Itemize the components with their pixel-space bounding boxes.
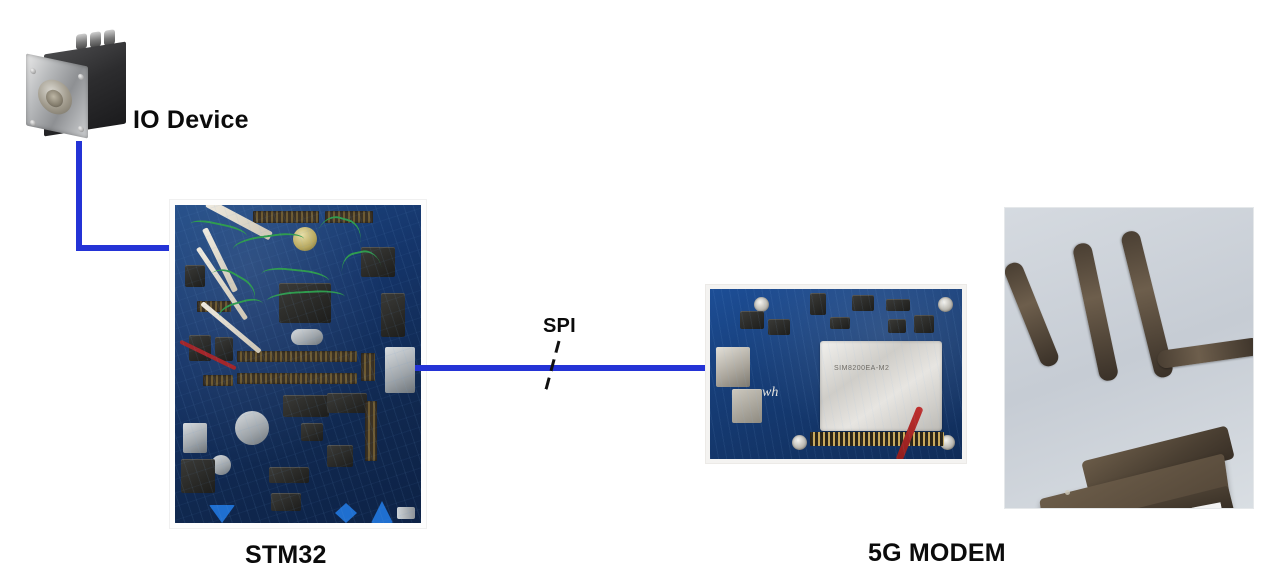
ic-chip bbox=[852, 295, 874, 311]
ic-chip bbox=[215, 337, 233, 361]
screw bbox=[1065, 490, 1070, 495]
electrolytic-capacitor bbox=[235, 411, 269, 445]
usb-connector bbox=[183, 423, 207, 453]
modem-pcb: SIM8200EA-M2 wh bbox=[710, 289, 962, 459]
ic-chip bbox=[830, 317, 850, 329]
crystal-oscillator bbox=[291, 329, 323, 345]
green-jumper-wire bbox=[199, 262, 261, 320]
electrolytic-capacitor bbox=[211, 455, 231, 475]
motor-screw bbox=[30, 67, 36, 75]
modem-label: 5G MODEM bbox=[868, 539, 1006, 567]
gold-pin-header bbox=[810, 432, 944, 446]
white-wire bbox=[205, 205, 273, 241]
io-connector-horizontal-segment bbox=[76, 245, 172, 251]
usb-connector bbox=[716, 347, 750, 387]
ic-chip bbox=[185, 265, 205, 287]
white-wire bbox=[195, 246, 249, 321]
button bbox=[271, 493, 301, 511]
pin-header bbox=[253, 211, 319, 223]
cellular-module: SIM8200EA-M2 bbox=[820, 341, 942, 431]
ic-chip bbox=[283, 395, 329, 417]
ic-chip bbox=[810, 293, 826, 315]
ic-chip bbox=[269, 467, 309, 483]
ic-chip bbox=[768, 319, 790, 335]
pin-header-row bbox=[237, 351, 357, 362]
mcu-chip bbox=[279, 283, 331, 323]
blue-marker bbox=[209, 505, 235, 523]
stm32-label: STM32 bbox=[245, 541, 327, 569]
stm32-pcb bbox=[175, 205, 421, 523]
ic-chip bbox=[327, 445, 353, 467]
white-wire bbox=[200, 301, 262, 354]
motor-screw bbox=[78, 125, 84, 133]
ic-chip bbox=[888, 319, 906, 333]
ic-chip bbox=[740, 311, 764, 329]
io-connector-vertical-segment bbox=[76, 141, 82, 251]
io-device-label: IO Device bbox=[133, 106, 249, 134]
ic-chip bbox=[361, 247, 395, 277]
modem-photo: SIM8200EA-M2 wh bbox=[706, 285, 966, 463]
spi-label: SPI bbox=[543, 315, 576, 337]
green-jumper-wire bbox=[187, 217, 249, 247]
ic-chip bbox=[886, 299, 910, 311]
ic-chip bbox=[301, 423, 323, 441]
stm32-photo bbox=[170, 200, 426, 528]
antenna-rod bbox=[1005, 259, 1062, 370]
pin-header-row bbox=[237, 373, 357, 384]
mounting-hole bbox=[940, 435, 955, 450]
ic-chip bbox=[327, 393, 367, 413]
rj45-connector bbox=[385, 347, 415, 393]
spi-connector-line bbox=[415, 365, 707, 371]
sim-slot bbox=[732, 389, 762, 423]
ic-chip bbox=[189, 335, 211, 361]
red-wire bbox=[179, 339, 237, 371]
ic-chip bbox=[914, 315, 934, 333]
antenna-rod bbox=[1071, 241, 1120, 383]
pin-header-column bbox=[365, 401, 377, 461]
vendor-logo: wh bbox=[762, 385, 779, 400]
pin-header-row bbox=[197, 301, 231, 312]
green-jumper-wire bbox=[338, 247, 388, 305]
antenna-unit-photo bbox=[1005, 208, 1253, 508]
motor-screw bbox=[30, 119, 36, 127]
mounting-hole bbox=[938, 297, 953, 312]
pin-header bbox=[325, 211, 373, 223]
power-jack bbox=[181, 459, 215, 493]
blue-marker bbox=[335, 503, 357, 523]
green-jumper-wire bbox=[260, 265, 330, 295]
pin-header-row bbox=[203, 375, 233, 386]
red-wire bbox=[895, 405, 924, 459]
st-logo bbox=[397, 507, 415, 519]
green-jumper-wire bbox=[216, 295, 268, 331]
io-device-photo bbox=[18, 24, 130, 140]
white-wire bbox=[201, 227, 239, 293]
coin-cell bbox=[293, 227, 317, 251]
antenna-rod bbox=[1156, 336, 1253, 370]
mounting-hole bbox=[754, 297, 769, 312]
pin-header-column bbox=[361, 353, 375, 381]
green-jumper-wire bbox=[231, 230, 307, 264]
green-jumper-wire bbox=[266, 288, 346, 314]
green-jumper-wire bbox=[308, 211, 366, 277]
ic-chip bbox=[381, 293, 405, 337]
module-marking: SIM8200EA-M2 bbox=[834, 365, 890, 372]
blue-marker bbox=[371, 501, 393, 523]
motor-screw bbox=[78, 73, 84, 81]
mounting-hole bbox=[792, 435, 807, 450]
